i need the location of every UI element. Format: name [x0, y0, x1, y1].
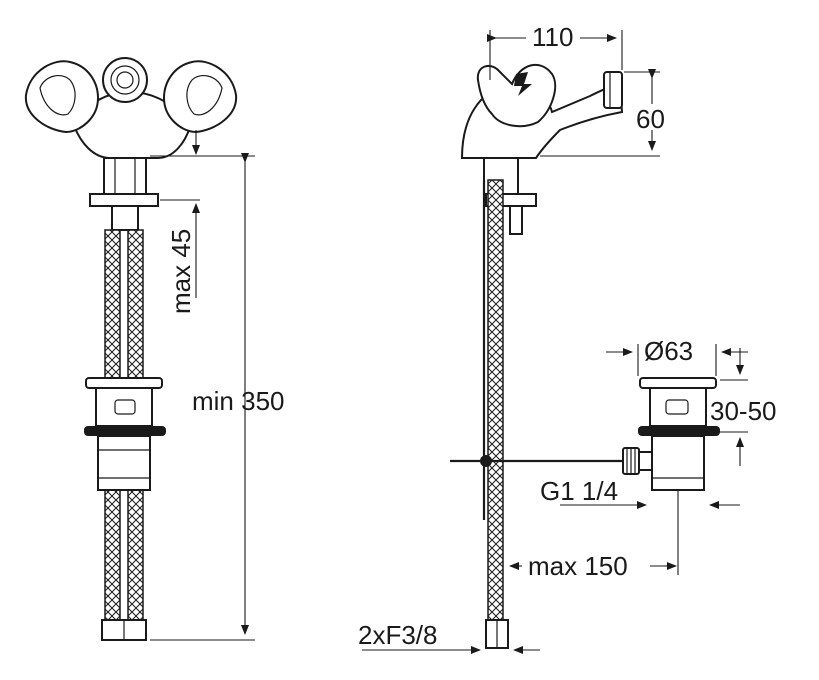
dim-max-45: max 45	[166, 229, 196, 314]
side-dimensions: 110 60 Ø63 30-50 G1 1/4 max 150 2xF3/8	[358, 22, 777, 654]
side-braided-hose	[487, 179, 504, 621]
dim-g1-1-4: G1 1/4	[540, 476, 618, 506]
left-handle	[24, 60, 100, 134]
side-view	[450, 63, 720, 649]
dim-max-150: max 150	[528, 551, 628, 581]
dim-dia-63: Ø63	[644, 336, 693, 366]
side-lever	[476, 63, 557, 128]
dim-2xf3-8: 2xF3/8	[358, 620, 438, 650]
dim-110: 110	[532, 22, 573, 52]
dim-min-350: min 350	[192, 386, 285, 416]
popup-waste-front	[84, 377, 166, 491]
mounting-bracket	[89, 193, 159, 207]
popup-waste-side	[638, 377, 720, 491]
dim-60: 60	[636, 104, 665, 134]
front-view	[24, 57, 238, 641]
dim-30-50: 30-50	[710, 396, 777, 426]
center-nozzle	[102, 57, 148, 103]
front-dimensions: min 350 max 45	[150, 130, 285, 641]
right-handle	[162, 60, 238, 134]
